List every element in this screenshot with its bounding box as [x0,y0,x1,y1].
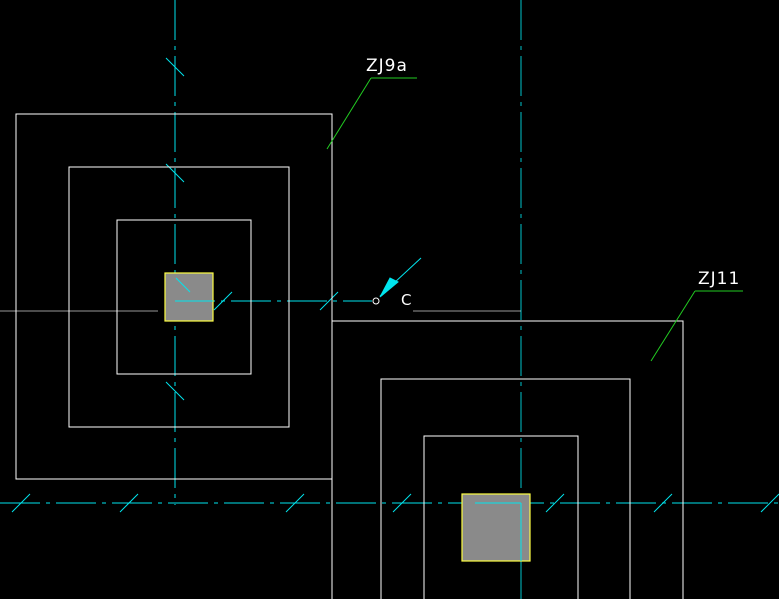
tick [760,493,779,513]
cursor-arrow-icon [379,277,399,298]
axis-ticks [11,57,779,549]
footing-zj11[interactable] [331,320,684,599]
footing-zj11-inner [423,435,579,599]
label-zj11[interactable]: ZJ11 [698,269,740,289]
tick [653,493,673,513]
column-zj9a[interactable] [164,272,214,322]
tick [319,291,339,311]
leader-zj11: ZJ11 [650,269,743,362]
tick [285,493,305,513]
tick [545,493,565,513]
tick [165,381,185,401]
footing-zj11-middle [380,378,631,599]
tick [392,493,412,513]
footing-zj9a-outer [15,113,333,480]
leader-zj9a: ZJ9a [326,56,417,150]
column-zj9a-cross-diag [175,277,191,293]
footing-zj9a-middle [68,166,290,428]
tick [119,493,139,513]
snap-point-icon [372,297,380,305]
tick [165,57,185,77]
snap-marker[interactable]: C [372,257,422,309]
footing-zj9a-inner [116,219,252,375]
tick [11,493,31,513]
footing-zj9a[interactable] [15,113,333,480]
leader-zj9a-diagonal [326,77,372,150]
snap-marker-label: C [401,291,411,309]
column-zj11[interactable] [461,493,531,562]
leader-zj11-diagonal [650,290,696,362]
footing-zj11-outer [332,320,684,599]
tick [213,291,233,311]
label-zj9a[interactable]: ZJ9a [366,56,408,76]
